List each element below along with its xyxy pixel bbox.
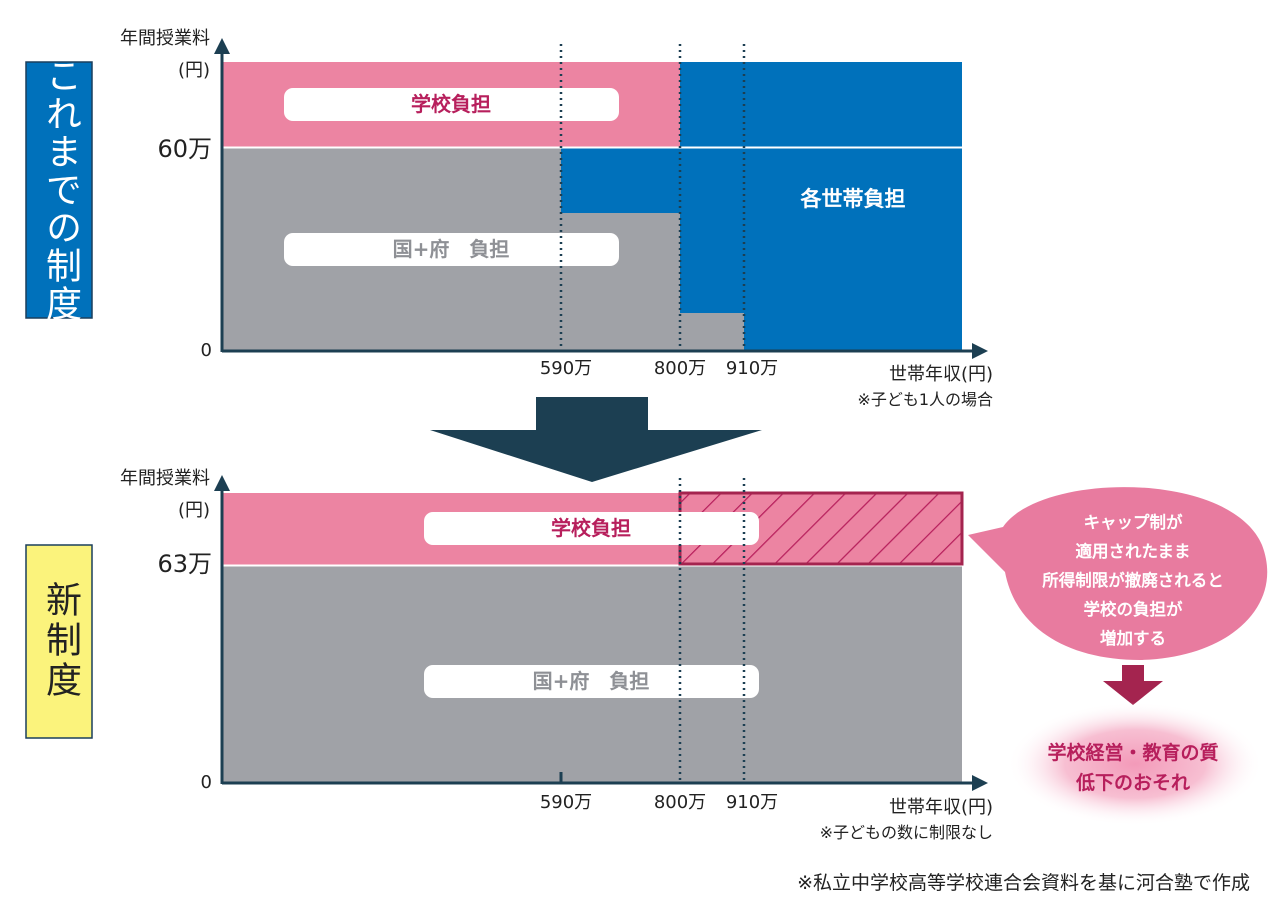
old-x-axis-title: 世帯年収(円) [889, 364, 993, 385]
new-y-tick-zero: 0 [201, 772, 212, 793]
old-system-label-box [25, 61, 93, 319]
new-school-label: 学校負担 [551, 516, 631, 540]
outcome-callout: 学校経営・教育の質 低下のおそれ [1007, 702, 1263, 826]
old-x-axis-arrowhead [972, 343, 988, 359]
bubble-line-2: 適用されたまま [1075, 541, 1190, 561]
old-household-label: 各世帯負担 [800, 187, 906, 211]
new-x-tick-800: 800万 [654, 792, 706, 813]
outcome-line-1: 学校経営・教育の質 [1047, 741, 1218, 764]
old-household-area-c [744, 62, 962, 351]
new-x-axis-arrowhead [972, 775, 988, 791]
bubble-line-1: キャップ制が [1084, 512, 1184, 532]
bubble-line-4: 学校の負担が [1084, 599, 1184, 619]
new-y-axis-arrowhead [214, 475, 230, 491]
old-y-axis-unit: (円) [178, 60, 210, 81]
old-note: ※子ども1人の場合 [857, 390, 993, 409]
old-school-pill [284, 88, 619, 121]
new-y-axis-title: 年間授業料 [120, 468, 210, 489]
old-x-tick-800: 800万 [654, 358, 706, 379]
speech-bubble-shape [968, 487, 1268, 660]
new-x-tick-910: 910万 [726, 792, 778, 813]
new-system-panel: 新制度 年間授業料 (円) 学校負担 国+府 負担 63万 0 590万 800… [25, 468, 993, 842]
old-y-axis-title: 年間授業料 [120, 28, 210, 49]
old-y-tick-zero: 0 [201, 340, 212, 361]
new-gov-pill [424, 665, 759, 698]
new-system-label: 新制度 [40, 581, 81, 701]
outcome-line-2: 低下のおそれ [1075, 771, 1190, 794]
new-system-label-box [25, 544, 93, 739]
new-y-axis-unit: (円) [178, 500, 210, 521]
new-gov-label: 国+府 負担 [533, 669, 650, 693]
source-note: ※私立中学校高等学校連合会資料を基に河合塾で作成 [797, 872, 1250, 894]
new-y-tick-cap: 63万 [157, 550, 212, 578]
old-y-tick-cap: 60万 [157, 135, 212, 163]
new-note: ※子どもの数に制限なし [820, 823, 993, 842]
result-arrow [1103, 665, 1163, 705]
old-school-label: 学校負担 [411, 92, 491, 116]
old-gov-label: 国+府 負担 [393, 237, 510, 261]
old-household-area-a [561, 148, 681, 213]
old-x-tick-910: 910万 [726, 358, 778, 379]
bubble-line-3: 所得制限が撤廃されると [1042, 570, 1224, 590]
speech-bubble: キャップ制が 適用されたまま 所得制限が撤廃されると 学校の負担が 増加する [968, 487, 1268, 660]
bubble-line-5: 増加する [1100, 628, 1166, 648]
transition-arrow [430, 397, 762, 482]
old-gov-area-step [680, 313, 744, 351]
outcome-glow [1007, 702, 1263, 826]
old-system-panel: これまでの制度 年間授業料 (円) 学校負担 国+府 負担 各世帯負担 60万 … [25, 28, 993, 409]
new-x-axis-title: 世帯年収(円) [889, 797, 993, 818]
new-school-pill [424, 512, 759, 545]
old-gov-pill [284, 233, 619, 266]
old-system-label: これまでの制度 [40, 57, 81, 323]
new-x-tick-590: 590万 [540, 792, 592, 813]
old-y-axis-arrowhead [214, 38, 230, 54]
old-x-tick-590: 590万 [540, 358, 592, 379]
